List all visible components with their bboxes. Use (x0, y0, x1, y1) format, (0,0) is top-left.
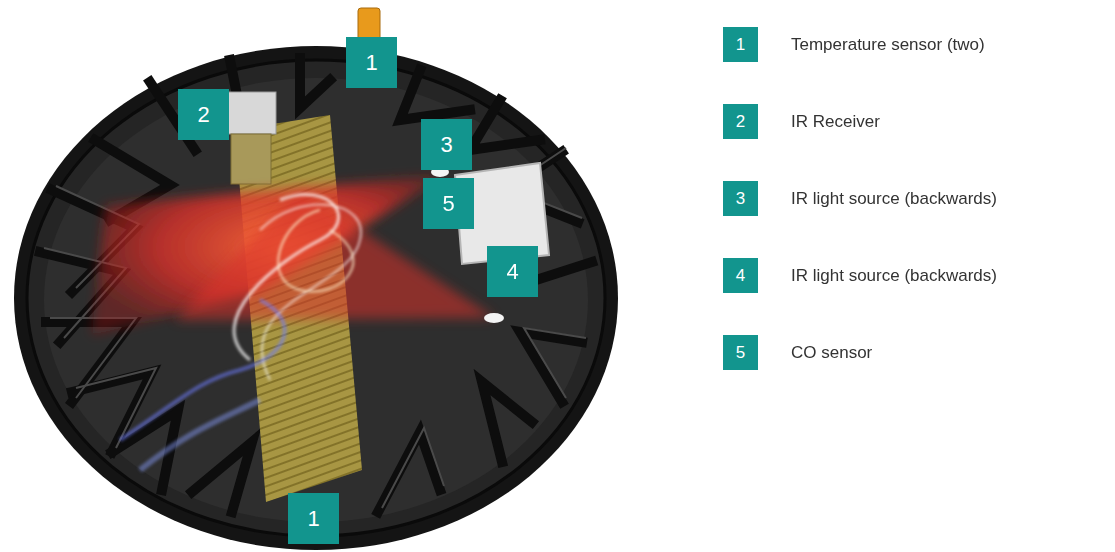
callout-box: 5 (423, 178, 474, 229)
part-description: CO sensor (791, 343, 872, 363)
legend-key-box: 5CO sensor (723, 335, 758, 370)
part-description: IR light source (backwards) (791, 189, 997, 209)
callout-number: 3 (736, 190, 745, 207)
part-description: IR light source (backwards) (791, 266, 997, 286)
callout-number: 4 (506, 261, 518, 283)
legend-key-box: 1Temperature sensor (two) (723, 27, 758, 62)
housing-rim (14, 46, 618, 550)
labyrinth-walls (40, 58, 592, 512)
callout-box: 1 (288, 493, 339, 544)
ir-receiver-body (226, 92, 276, 134)
callout-number: 1 (365, 52, 377, 74)
callout-number: 5 (442, 193, 454, 215)
legend-key-box: 4IR light source (backwards) (723, 258, 758, 293)
callout-box: 4 (487, 246, 538, 297)
callout-number: 1 (736, 36, 745, 53)
ir-beam (175, 190, 495, 320)
smoke-wisps (120, 195, 361, 470)
callout-number: 4 (736, 267, 745, 284)
chamber-floor (44, 78, 588, 522)
callout-number: 3 (440, 134, 452, 156)
part-description: IR Receiver (791, 112, 880, 132)
legend-key-box: 2IR Receiver (723, 104, 758, 139)
callout-number: 1 (307, 508, 319, 530)
legend-key-box: 3IR light source (backwards) (723, 181, 758, 216)
housing-inner (27, 60, 605, 536)
callout-number: 2 (197, 104, 209, 126)
ir-receiver-lens (231, 134, 271, 184)
ir-light-source (484, 313, 504, 323)
callout-number: 5 (736, 344, 745, 361)
callout-box: 2 (178, 89, 229, 140)
part-description: Temperature sensor (two) (791, 35, 985, 55)
callout-number: 2 (736, 113, 745, 130)
callout-box: 1 (346, 37, 397, 88)
callout-box: 3 (421, 119, 472, 170)
